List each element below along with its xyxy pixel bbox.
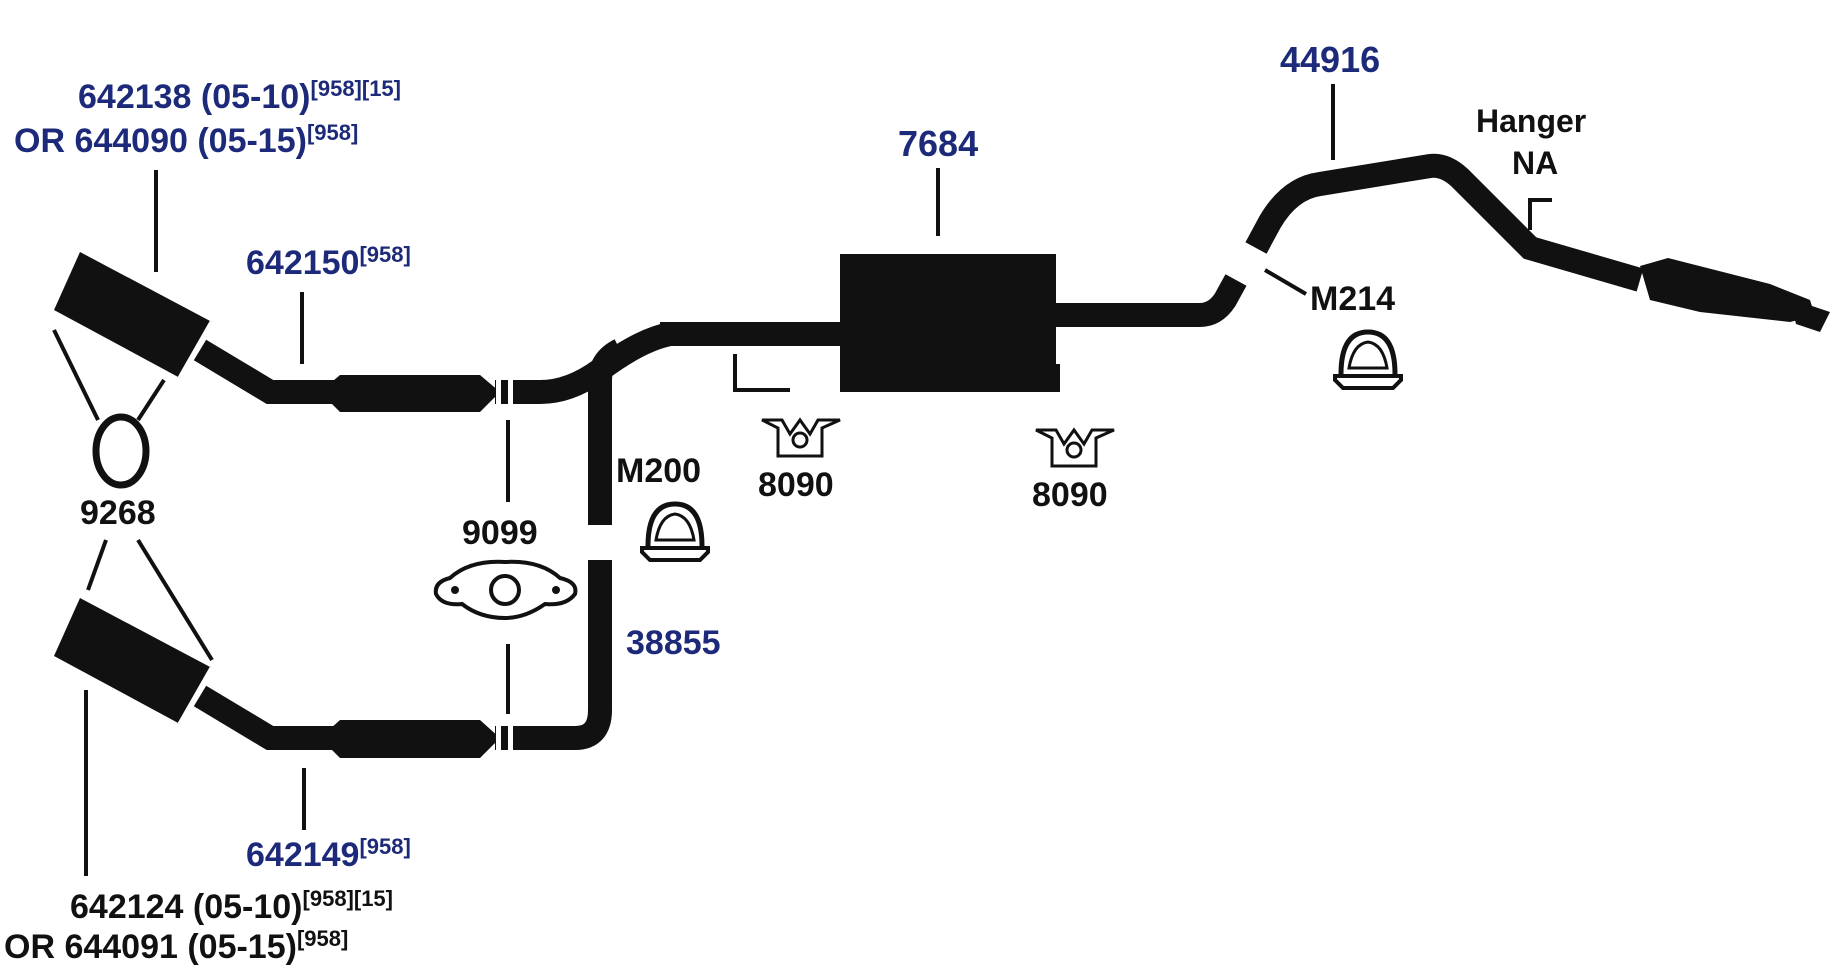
leader-9268-c — [86, 539, 108, 591]
muffler-outlet-pipe — [1056, 274, 1247, 327]
muffler-7684[interactable] — [733, 254, 1060, 392]
label-642124-sup: [958][15] — [303, 886, 393, 911]
label-642124[interactable]: 642124 (05-10)[958][15] — [70, 886, 393, 926]
label-644091-text: OR 644091 (05-15) — [4, 928, 297, 966]
lower-flange-gap-b — [508, 714, 513, 762]
label-644090-text: OR 644090 (05-15) — [14, 122, 307, 160]
label-m200[interactable]: M200 — [616, 452, 701, 490]
upper-inlet-pipe — [193, 339, 340, 404]
leader-lines — [52, 84, 1335, 876]
lower-inlet-pipe — [193, 685, 340, 750]
lower-flange-gap-a — [496, 714, 501, 762]
label-642150[interactable]: 642150[958] — [246, 242, 411, 282]
leader-9268-d — [136, 538, 214, 662]
upper-manifold-flange — [54, 252, 212, 378]
tailpipe-hanger — [1528, 198, 1552, 230]
muffler-hanger-bracket-right — [1040, 364, 1060, 392]
y-pipe-38855[interactable] — [539, 322, 850, 750]
label-hanger-line1[interactable]: Hanger — [1476, 103, 1586, 139]
upper-converter-assembly[interactable] — [54, 252, 540, 416]
upper-converter-body — [320, 375, 500, 412]
leader-m214 — [1263, 268, 1308, 296]
y-pipe-lower-leg-bottom — [574, 560, 612, 750]
upper-flange-gap-b — [508, 368, 513, 416]
label-642150-sup: [958] — [359, 242, 410, 267]
label-7684[interactable]: 7684 — [898, 123, 978, 164]
hanger-8090-left-body — [761, 417, 841, 458]
upper-flange-gap — [177, 320, 215, 380]
clamp-m214-ubolt — [1338, 329, 1398, 375]
tailpipe-tip — [1790, 300, 1830, 332]
leader-9268-b — [136, 378, 166, 422]
gasket-9099[interactable] — [433, 559, 578, 621]
clamp-m214-base — [1333, 374, 1403, 390]
lower-manifold-flange — [54, 598, 212, 724]
clamp-m200-base — [640, 546, 710, 562]
gasket-9099-bolt-right — [552, 586, 560, 594]
gasket-9099-outline — [433, 559, 578, 621]
lower-converter-body — [320, 720, 500, 758]
label-644091[interactable]: OR 644091 (05-15)[958] — [4, 926, 348, 966]
label-m214[interactable]: M214 — [1310, 280, 1395, 318]
hanger-8090-right[interactable] — [1035, 427, 1115, 468]
label-642138-sup: [958][15] — [311, 76, 401, 101]
label-642149-sup: [958] — [359, 834, 410, 859]
label-642149[interactable]: 642149[958] — [246, 834, 411, 874]
label-642138-text: 642138 (05-10) — [78, 78, 311, 116]
label-644090[interactable]: OR 644090 (05-15)[958] — [14, 120, 358, 160]
lower-converter-assembly[interactable] — [54, 598, 575, 762]
hanger-8090-left[interactable] — [761, 417, 841, 458]
label-642124-text: 642124 (05-10) — [70, 888, 303, 926]
label-44916[interactable]: 44916 — [1280, 39, 1380, 80]
label-hanger-line2[interactable]: NA — [1512, 145, 1558, 181]
upper-flange-gap-a — [496, 368, 501, 416]
gasket-9099-hole — [489, 574, 521, 606]
label-642138[interactable]: 642138 (05-10)[958][15] — [78, 76, 401, 116]
hanger-8090-right-eye — [1065, 441, 1083, 459]
gasket-9268[interactable] — [92, 413, 150, 489]
muffler-body — [840, 254, 1056, 392]
lower-flange-gap — [177, 666, 215, 726]
leader-9268-a — [52, 329, 100, 421]
label-8090-right[interactable]: 8090 — [1032, 476, 1108, 514]
clamp-m214[interactable] — [1333, 329, 1403, 390]
label-9268[interactable]: 9268 — [80, 494, 156, 532]
label-644090-sup: [958] — [307, 120, 358, 145]
tailpipe-main — [1245, 153, 1644, 292]
part-labels: 642138 (05-10)[958][15] OR 644090 (05-15… — [4, 39, 1586, 966]
hanger-8090-right-body — [1035, 427, 1115, 468]
label-642150-text: 642150 — [246, 244, 359, 282]
tailpipe-resonator — [1640, 258, 1815, 322]
clamp-m200-ubolt — [645, 501, 705, 547]
label-9099[interactable]: 9099 — [462, 514, 538, 552]
tailpipe-44916[interactable] — [1056, 153, 1830, 332]
hanger-8090-left-eye — [791, 431, 809, 449]
clamp-m200[interactable] — [640, 501, 710, 562]
muffler-hanger-bracket-left — [733, 354, 790, 392]
clamp-m200-saddle — [654, 512, 696, 542]
label-38855[interactable]: 38855 — [626, 624, 721, 662]
clamp-m214-saddle — [1347, 340, 1389, 370]
y-pipe-clamp-gap — [580, 527, 620, 553]
gasket-9099-bolt-left — [451, 586, 459, 594]
y-pipe-lower-leg-top — [588, 339, 626, 525]
label-644091-sup: [958] — [297, 926, 348, 951]
label-642149-text: 642149 — [246, 836, 359, 874]
label-8090-left[interactable]: 8090 — [758, 466, 834, 504]
